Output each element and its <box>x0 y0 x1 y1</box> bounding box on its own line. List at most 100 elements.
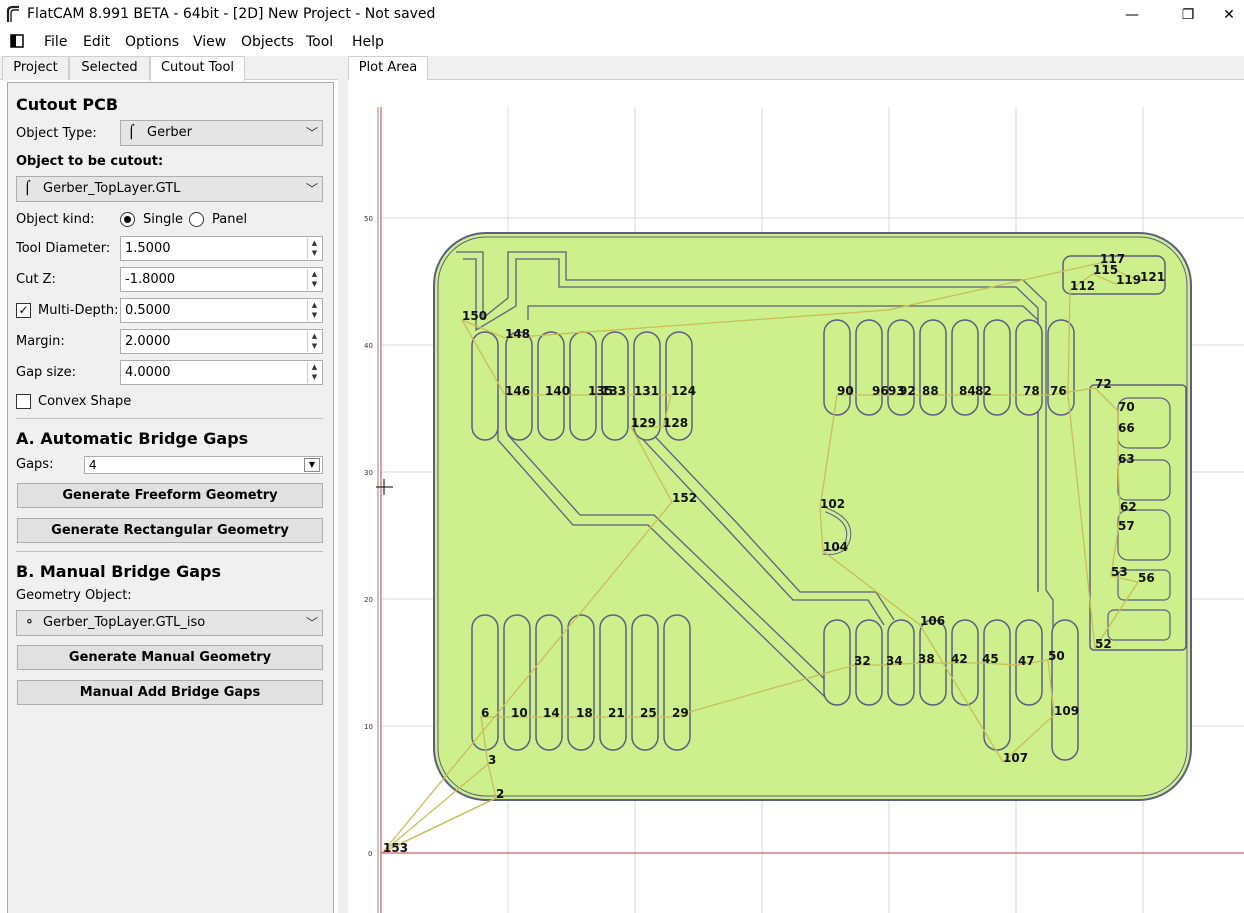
gerber-icon: ⌠ <box>24 177 31 201</box>
tab-plot-area[interactable]: Plot Area <box>348 56 428 81</box>
margin-input[interactable]: 2.0000 ▲▼ <box>120 329 323 354</box>
pad-number-label: 129 <box>631 416 656 430</box>
pad-number-label: 10 <box>511 706 528 720</box>
gaps-select[interactable]: 4 ▼ <box>84 456 323 474</box>
pad-number-label: 45 <box>982 652 999 666</box>
pad-number-label: 78 <box>1023 384 1040 398</box>
spin-up-icon[interactable]: ▲ <box>308 300 321 310</box>
menu-file[interactable]: File <box>44 34 67 50</box>
menu-tool[interactable]: Tool <box>306 34 333 50</box>
pad-number-label: 121 <box>1140 270 1165 284</box>
tool-diameter-input[interactable]: 1.5000 ▲▼ <box>120 236 323 261</box>
y-tick-label: 50 <box>364 215 373 223</box>
pad-number-label: 148 <box>505 327 530 341</box>
pad-number-label: 88 <box>922 384 939 398</box>
y-tick-label: 20 <box>364 596 373 604</box>
spin-down-icon[interactable]: ▼ <box>308 279 321 289</box>
pad-number-label: 119 <box>1116 273 1141 287</box>
pad-number-label: 82 <box>975 384 992 398</box>
spin-up-icon[interactable]: ▲ <box>308 269 321 279</box>
gap-size-value: 4.0000 <box>125 365 171 380</box>
pad-number-label: 146 <box>505 384 530 398</box>
multi-depth-label: Multi-Depth: <box>38 303 118 318</box>
spin-down-icon[interactable]: ▼ <box>308 248 321 258</box>
separator <box>16 418 323 419</box>
spin-down-icon[interactable]: ▼ <box>308 372 321 382</box>
multi-depth-checkbox[interactable]: ✓ <box>16 303 31 318</box>
tab-cutout-tool[interactable]: Cutout Tool <box>150 56 245 81</box>
object-kind-label: Object kind: <box>16 212 94 227</box>
object-type-select[interactable]: ⌠ Gerber ﹀ <box>120 120 323 146</box>
kind-panel-radio[interactable] <box>189 212 204 227</box>
spin-up-icon[interactable]: ▲ <box>308 331 321 341</box>
pad-number-label: 66 <box>1118 421 1135 435</box>
menu-view[interactable]: View <box>193 34 226 50</box>
pad-number-label: 57 <box>1118 519 1135 533</box>
kind-single-radio[interactable] <box>120 212 135 227</box>
window-title: FlatCAM 8.991 BETA - 64bit - [2D] New Pr… <box>27 6 435 22</box>
tab-selected[interactable]: Selected <box>69 56 150 80</box>
convex-shape-checkbox[interactable] <box>16 394 31 409</box>
spin-down-icon[interactable]: ▼ <box>308 310 321 320</box>
separator <box>16 551 323 552</box>
generate-manual-geometry-button[interactable]: Generate Manual Geometry <box>17 645 323 670</box>
manual-add-bridge-gaps-button[interactable]: Manual Add Bridge Gaps <box>17 680 323 705</box>
geometry-object-value: Gerber_TopLayer.GTL_iso <box>43 615 205 630</box>
kind-single-label: Single <box>143 212 183 227</box>
geometry-icon: ⚬ <box>24 611 35 635</box>
cut-z-value: -1.8000 <box>125 272 175 287</box>
pad-number-label: 104 <box>823 540 848 554</box>
pad-number-label: 102 <box>820 497 845 511</box>
pad-number-label: 21 <box>608 706 625 720</box>
gaps-label: Gaps: <box>16 457 53 472</box>
multi-depth-input[interactable]: 0.5000 ▲▼ <box>120 298 323 323</box>
plot-area[interactable]: 50 40 30 20 10 0 <box>348 80 1244 913</box>
toggle-panel-icon[interactable] <box>10 34 24 48</box>
right-tab-bar: Plot Area <box>348 56 1244 80</box>
pad-row-bottom-left <box>472 615 690 750</box>
tab-project[interactable]: Project <box>2 56 69 80</box>
menu-objects[interactable]: Objects <box>241 34 294 50</box>
close-button[interactable]: ✕ <box>1214 4 1244 26</box>
cursor-crosshair <box>376 479 393 495</box>
chevron-down-icon: ﹀ <box>306 611 318 635</box>
pad-number-label: 112 <box>1070 279 1095 293</box>
pad-number-label: 128 <box>663 416 688 430</box>
spin-up-icon[interactable]: ▲ <box>308 362 321 372</box>
chevron-down-icon: ﹀ <box>306 121 318 145</box>
geometry-object-select[interactable]: ⚬ Gerber_TopLayer.GTL_iso ﹀ <box>16 610 323 636</box>
menu-edit[interactable]: Edit <box>83 34 110 50</box>
pad-number-label: 32 <box>854 654 871 668</box>
tool-diameter-label: Tool Diameter: <box>16 241 110 256</box>
spin-up-icon[interactable]: ▲ <box>308 238 321 248</box>
menu-help[interactable]: Help <box>352 34 384 50</box>
pad-number-label: 109 <box>1054 704 1079 718</box>
generate-rectangular-button[interactable]: Generate Rectangular Geometry <box>17 518 323 543</box>
pad-number-label: 6 <box>481 706 489 720</box>
minimize-button[interactable]: — <box>1109 4 1155 26</box>
pad-number-label: 92 <box>899 384 916 398</box>
cut-z-input[interactable]: -1.8000 ▲▼ <box>120 267 323 292</box>
maximize-button[interactable]: ❐ <box>1165 4 1211 26</box>
gap-size-input[interactable]: 4.0000 ▲▼ <box>120 360 323 385</box>
menu-options[interactable]: Options <box>125 34 179 50</box>
object-to-cut-select[interactable]: ⌠ Gerber_TopLayer.GTL ﹀ <box>16 176 323 202</box>
kind-panel-label: Panel <box>212 212 247 227</box>
cutout-heading: Cutout PCB <box>16 95 118 114</box>
pad-number-label: 106 <box>920 614 945 628</box>
cut-z-label: Cut Z: <box>16 272 56 287</box>
tool-diameter-value: 1.5000 <box>125 241 171 256</box>
plot-canvas[interactable]: 50 40 30 20 10 0 <box>348 80 1244 913</box>
gap-size-label: Gap size: <box>16 365 76 380</box>
y-tick-label: 0 <box>368 850 372 858</box>
pad-number-label: 56 <box>1138 571 1155 585</box>
convex-shape-label: Convex Shape <box>38 394 131 409</box>
pad-number-label: 34 <box>886 654 903 668</box>
panel-splitter[interactable] <box>338 56 348 913</box>
pad-number-label: 38 <box>918 652 935 666</box>
generate-freeform-button[interactable]: Generate Freeform Geometry <box>17 483 323 508</box>
pad-number-label: 72 <box>1095 377 1112 391</box>
pad-number-label: 50 <box>1048 649 1065 663</box>
flatcam-logo-icon <box>5 5 21 23</box>
spin-down-icon[interactable]: ▼ <box>308 341 321 351</box>
